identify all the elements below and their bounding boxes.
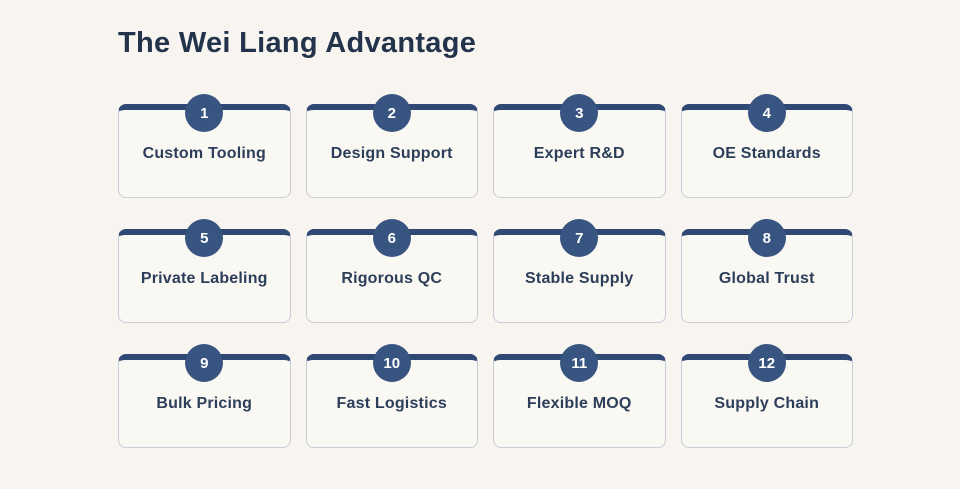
number-badge: 1 — [185, 94, 224, 132]
advantage-label: Custom Tooling — [142, 144, 266, 162]
number-badge: 2 — [372, 94, 411, 132]
advantage-card-oe-standards: 4 OE Standards — [680, 94, 853, 198]
advantage-card-flexible-moq: 11 Flexible MOQ — [493, 344, 666, 448]
advantage-card-stable-supply: 7 Stable Supply — [493, 219, 666, 323]
advantage-cards-grid: 1 Custom Tooling 2 Design Support 3 Expe… — [118, 94, 853, 448]
advantage-label: Rigorous QC — [341, 269, 443, 287]
number-badge: 10 — [372, 344, 411, 382]
number-badge: 12 — [747, 344, 786, 382]
number-badge: 4 — [747, 94, 786, 132]
advantage-card-expert-rd: 3 Expert R&D — [493, 94, 666, 198]
advantage-label: OE Standards — [712, 144, 821, 162]
number-badge: 7 — [560, 219, 599, 257]
advantage-label: Private Labeling — [140, 269, 268, 287]
number-badge: 5 — [185, 219, 224, 257]
advantage-label: Bulk Pricing — [156, 394, 253, 412]
advantage-card-fast-logistics: 10 Fast Logistics — [305, 344, 478, 448]
advantage-card-private-labeling: 5 Private Labeling — [118, 219, 291, 323]
advantage-label: Supply Chain — [714, 394, 820, 412]
advantage-label: Stable Supply — [525, 269, 634, 287]
number-badge: 8 — [747, 219, 786, 257]
advantage-label: Design Support — [330, 144, 453, 162]
number-badge: 3 — [560, 94, 599, 132]
advantage-card-supply-chain: 12 Supply Chain — [680, 344, 853, 448]
advantage-label: Flexible MOQ — [526, 394, 632, 412]
advantage-card-custom-tooling: 1 Custom Tooling — [118, 94, 291, 198]
advantage-label: Expert R&D — [533, 144, 625, 162]
advantage-card-rigorous-qc: 6 Rigorous QC — [305, 219, 478, 323]
advantage-card-bulk-pricing: 9 Bulk Pricing — [118, 344, 291, 448]
number-badge: 11 — [560, 344, 599, 382]
advantage-card-global-trust: 8 Global Trust — [680, 219, 853, 323]
number-badge: 6 — [372, 219, 411, 257]
advantage-label: Global Trust — [718, 269, 815, 287]
advantage-card-design-support: 2 Design Support — [305, 94, 478, 198]
number-badge: 9 — [185, 344, 224, 382]
advantage-label: Fast Logistics — [336, 394, 447, 412]
page-title: The Wei Liang Advantage — [118, 27, 477, 59]
